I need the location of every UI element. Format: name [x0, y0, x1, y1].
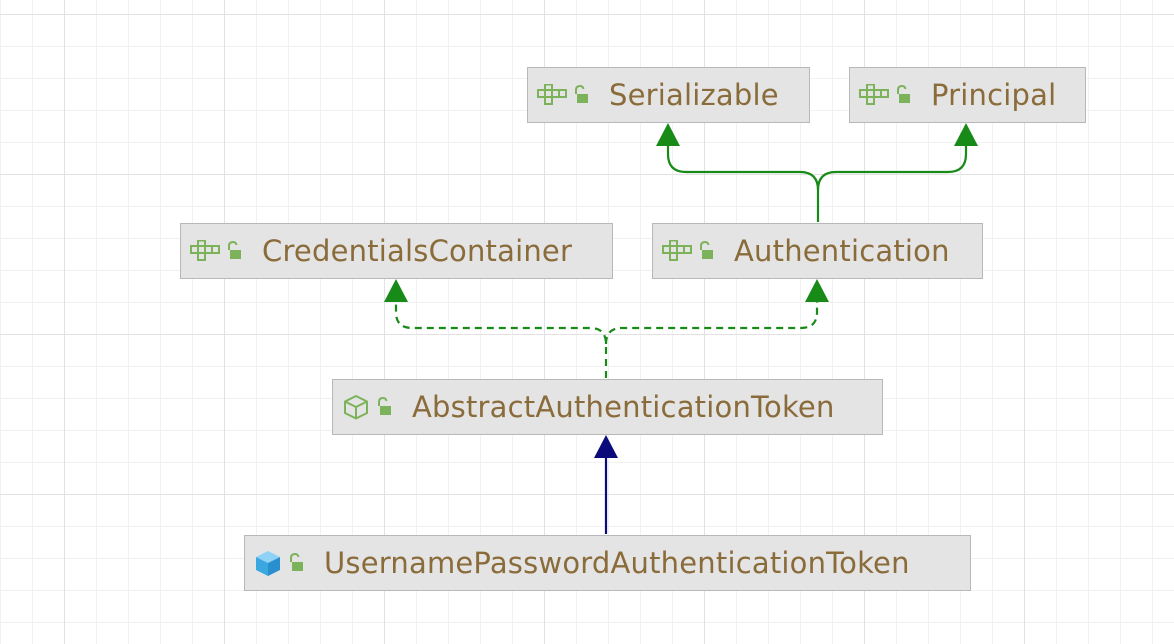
node-authentication[interactable]: Authentication	[652, 223, 983, 279]
node-username-password-authentication-token[interactable]: UsernamePasswordAuthenticationToken	[244, 535, 971, 591]
arrowhead-authentication	[805, 279, 829, 302]
node-label: AbstractAuthenticationToken	[412, 390, 835, 424]
arrowhead-credentials	[384, 279, 408, 302]
public-lock-icon	[376, 397, 392, 417]
arrowhead-principal	[954, 123, 978, 146]
node-serializable[interactable]: Serializable	[527, 67, 810, 123]
node-principal[interactable]: Principal	[849, 67, 1086, 123]
node-label: Authentication	[734, 234, 950, 268]
arrowhead-serializable	[656, 123, 680, 146]
node-label: Principal	[931, 78, 1057, 112]
abstract-class-icon	[342, 394, 370, 420]
public-lock-icon	[288, 553, 304, 573]
public-lock-icon	[573, 85, 589, 105]
node-credentials-container[interactable]: CredentialsContainer	[180, 223, 613, 279]
node-abstract-authentication-token[interactable]: AbstractAuthenticationToken	[332, 379, 883, 435]
interface-icon	[662, 240, 692, 262]
node-label: CredentialsContainer	[262, 234, 573, 268]
node-label: Serializable	[609, 78, 779, 112]
public-lock-icon	[226, 241, 242, 261]
interface-icon	[859, 84, 889, 106]
edge-authentication-serializable	[666, 145, 820, 222]
edge-abstract-credentials	[394, 301, 608, 378]
public-lock-icon	[698, 241, 714, 261]
edge-abstract-authentication	[604, 301, 819, 345]
edge-authentication-principal	[816, 145, 968, 191]
public-lock-icon	[895, 85, 911, 105]
node-label: UsernamePasswordAuthenticationToken	[324, 546, 910, 580]
interface-icon	[537, 84, 567, 106]
interface-icon	[190, 240, 220, 262]
class-icon-selected	[254, 549, 282, 577]
arrowhead-abstract	[594, 435, 618, 458]
